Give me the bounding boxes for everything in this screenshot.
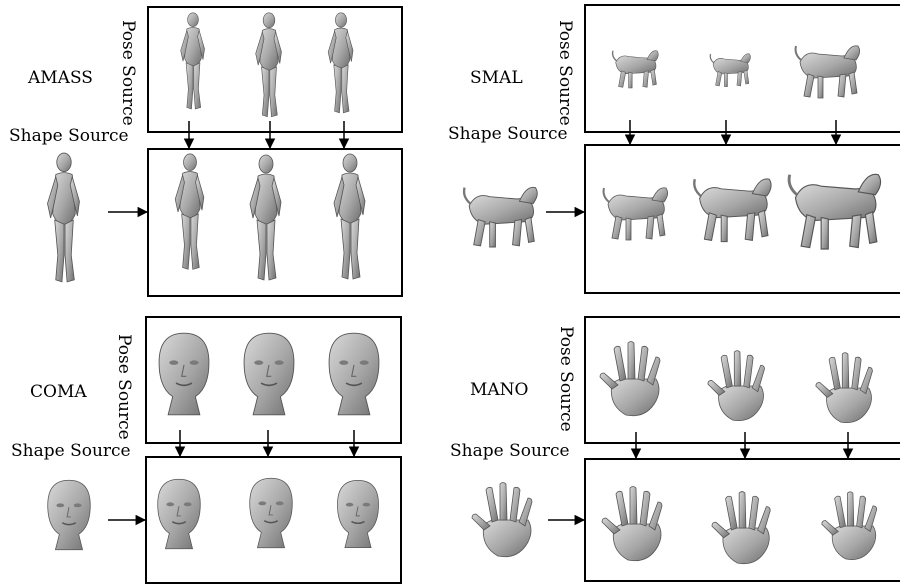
- mano-panel: Pose Source MANO Shape Source: [440, 310, 900, 585]
- arrows: [440, 310, 900, 585]
- arrows: [0, 0, 430, 300]
- coma-panel: Pose Source COMA Shape Source: [0, 310, 430, 585]
- amass-panel: Pose Source AMASS Shape Source: [0, 0, 430, 300]
- smal-panel: Pose Source SMAL Shape Source: [440, 0, 900, 300]
- arrows: [0, 310, 430, 585]
- arrows: [440, 0, 900, 300]
